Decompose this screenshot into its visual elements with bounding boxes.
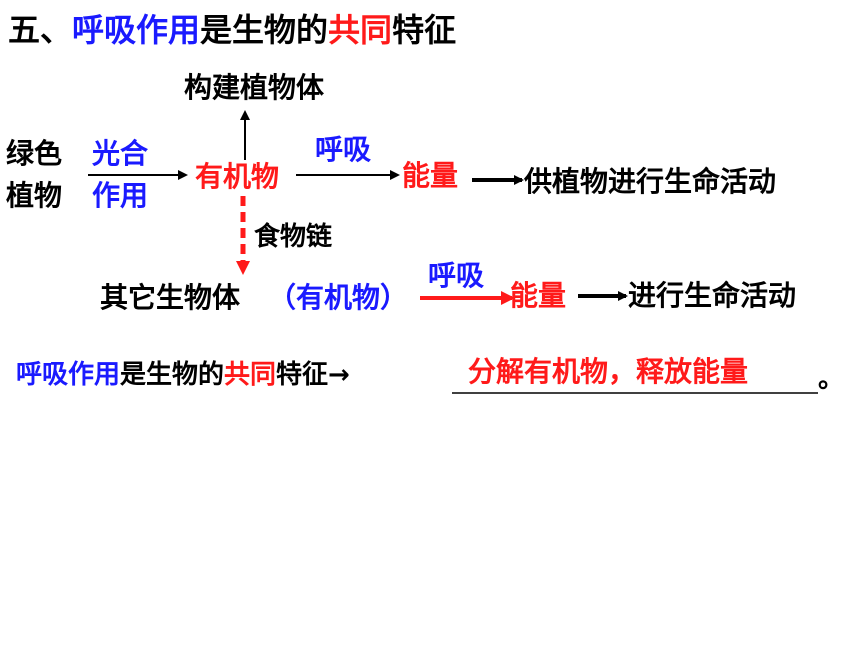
respiration-label-1: 呼吸 bbox=[315, 133, 372, 166]
conclusion-common: 共同 bbox=[224, 360, 277, 390]
photosynthesis-line2: 作用 bbox=[92, 179, 149, 212]
green-plant-line1: 绿色 bbox=[6, 137, 63, 170]
respiration-label-2: 呼吸 bbox=[428, 259, 485, 292]
conclusion-end-mark: 。 bbox=[818, 364, 845, 394]
build-plant-body-label: 构建植物体 bbox=[184, 71, 325, 104]
title-feature: 特征 bbox=[392, 11, 457, 49]
green-plant-line2: 植物 bbox=[6, 179, 63, 212]
title-prefix: 五、 bbox=[8, 11, 73, 49]
food-chain-label: 食物链 bbox=[254, 222, 333, 252]
conclusion-answer: 分解有机物，释放能量 bbox=[468, 355, 749, 388]
other-organic-label: （有机物） bbox=[268, 281, 409, 314]
conclusion-sentence: 呼吸作用是生物的共同特征→ bbox=[16, 362, 350, 388]
page-title: 五、呼吸作用是生物的共同特征 bbox=[8, 14, 456, 46]
title-common: 共同 bbox=[328, 11, 393, 49]
title-respiration: 呼吸作用 bbox=[72, 11, 201, 49]
conclusion-respiration: 呼吸作用 bbox=[16, 360, 121, 390]
life-activity-label: 进行生命活动 bbox=[628, 279, 797, 312]
energy-label-2: 能量 bbox=[510, 279, 567, 312]
conclusion-is-of-organisms: 是生物的 bbox=[120, 360, 225, 390]
title-is-of-organisms: 是生物的 bbox=[200, 11, 329, 49]
conclusion-feature: 特征→ bbox=[276, 360, 350, 390]
other-organisms-label: 其它生物体 bbox=[100, 281, 241, 314]
energy-label-1: 能量 bbox=[402, 159, 459, 192]
organic-matter-node: 有机物 bbox=[195, 160, 280, 193]
plant-life-activity-label: 供植物进行生命活动 bbox=[524, 165, 777, 198]
photosynthesis-line1: 光合 bbox=[92, 137, 149, 170]
